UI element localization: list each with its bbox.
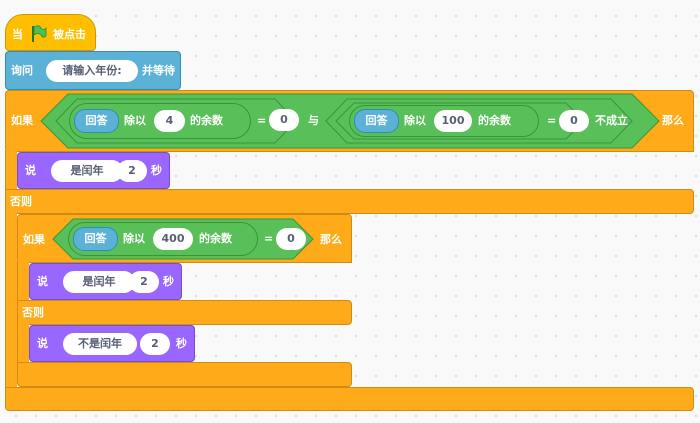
- mod-operator-right[interactable]: 回答 除以 100 的余数: [349, 105, 539, 137]
- then-inner-label: 那么: [320, 233, 342, 246]
- equals-sign-left: =: [257, 114, 267, 127]
- ask-and-wait-block[interactable]: 询问 请输入年份: 并等待: [5, 51, 181, 90]
- answer-reporter-inner[interactable]: 回答: [73, 227, 118, 251]
- answer-reporter-left[interactable]: 回答: [74, 109, 119, 133]
- hat-clicked-label: 被点击: [53, 28, 86, 41]
- say-text-input-2[interactable]: 是闰年: [63, 271, 135, 293]
- ask-question-text: 请输入年份:: [62, 64, 122, 77]
- say-secs-input-2[interactable]: 2: [129, 271, 159, 293]
- else-inner-label: 否则: [22, 306, 44, 319]
- say-text-input-3[interactable]: 不是闰年: [63, 333, 137, 355]
- hat-when-label: 当: [12, 28, 23, 41]
- remainder-label-right: 的余数: [478, 114, 511, 127]
- not-operator[interactable]: 回答 除以 100 的余数 = 0 不成立: [325, 98, 633, 144]
- if-else-outer-arm-2: [5, 212, 17, 390]
- equals-sign-right: =: [547, 114, 557, 127]
- if-inner-label: 如果: [23, 233, 45, 246]
- say-secs-input-1[interactable]: 2: [117, 160, 147, 182]
- divide-label-right: 除以: [404, 114, 426, 127]
- ask-label: 询问: [11, 64, 33, 77]
- and-operator[interactable]: 与 回答 除以 4 的余数 = 0: [40, 93, 660, 149]
- divisor-input-right[interactable]: 100: [434, 110, 472, 132]
- mod-operator-left[interactable]: 回答 除以 4 的余数: [69, 103, 251, 139]
- when-flag-clicked-block[interactable]: 当 被点击: [5, 14, 96, 51]
- equals-operator-left[interactable]: 回答 除以 4 的余数 = 0: [55, 98, 299, 144]
- if-else-inner-bottom: [17, 362, 352, 387]
- ask-question-input[interactable]: 请输入年份:: [46, 60, 138, 82]
- equals-value-left[interactable]: 0: [269, 109, 299, 131]
- equals-value-right[interactable]: 0: [559, 110, 589, 132]
- if-outer-label: 如果: [11, 114, 33, 127]
- remainder-label-inner: 的余数: [199, 232, 232, 245]
- ask-wait-label: 并等待: [142, 64, 175, 77]
- equals-operator-right[interactable]: 回答 除以 100 的余数 = 0: [335, 102, 589, 140]
- green-flag-icon: [31, 25, 47, 43]
- equals-sign-inner: =: [264, 232, 274, 245]
- if-else-inner-arm-2: [17, 323, 29, 365]
- divide-label-left: 除以: [124, 114, 146, 127]
- say-for-secs-block-3[interactable]: 说 不是闰年 2 秒: [29, 325, 195, 362]
- say-label-1: 说: [25, 164, 36, 177]
- divide-label-inner: 除以: [123, 232, 145, 245]
- divisor-input-left[interactable]: 4: [154, 110, 185, 132]
- else-outer-label: 否则: [10, 195, 32, 208]
- divisor-input-inner[interactable]: 400: [153, 228, 193, 250]
- mod-operator-inner[interactable]: 回答 除以 400 的余数: [68, 222, 258, 256]
- if-else-outer-middle: [5, 189, 694, 214]
- not-label: 不成立: [595, 114, 628, 127]
- say-text-input-1[interactable]: 是闰年: [51, 160, 123, 182]
- if-else-inner-arm: [17, 261, 29, 303]
- if-else-outer-bottom: [5, 387, 694, 411]
- secs-unit-label-3: 秒: [176, 337, 187, 350]
- answer-reporter-right[interactable]: 回答: [354, 109, 399, 133]
- equals-value-inner[interactable]: 0: [276, 228, 306, 250]
- say-for-secs-block-1[interactable]: 说 是闰年 2 秒: [17, 152, 170, 189]
- equals-operator-inner[interactable]: 回答 除以 400 的余数 = 0: [52, 218, 314, 260]
- then-outer-label: 那么: [662, 114, 684, 127]
- secs-unit-label-2: 秒: [163, 275, 174, 288]
- say-secs-input-3[interactable]: 2: [140, 333, 170, 355]
- say-for-secs-block-2[interactable]: 说 是闰年 2 秒: [29, 263, 182, 300]
- if-else-outer-arm: [5, 150, 17, 196]
- say-label-3: 说: [37, 337, 48, 350]
- and-label: 与: [308, 114, 319, 127]
- if-else-inner-middle: [17, 300, 352, 325]
- secs-unit-label-1: 秒: [151, 164, 162, 177]
- say-label-2: 说: [37, 275, 48, 288]
- remainder-label-left: 的余数: [190, 114, 223, 127]
